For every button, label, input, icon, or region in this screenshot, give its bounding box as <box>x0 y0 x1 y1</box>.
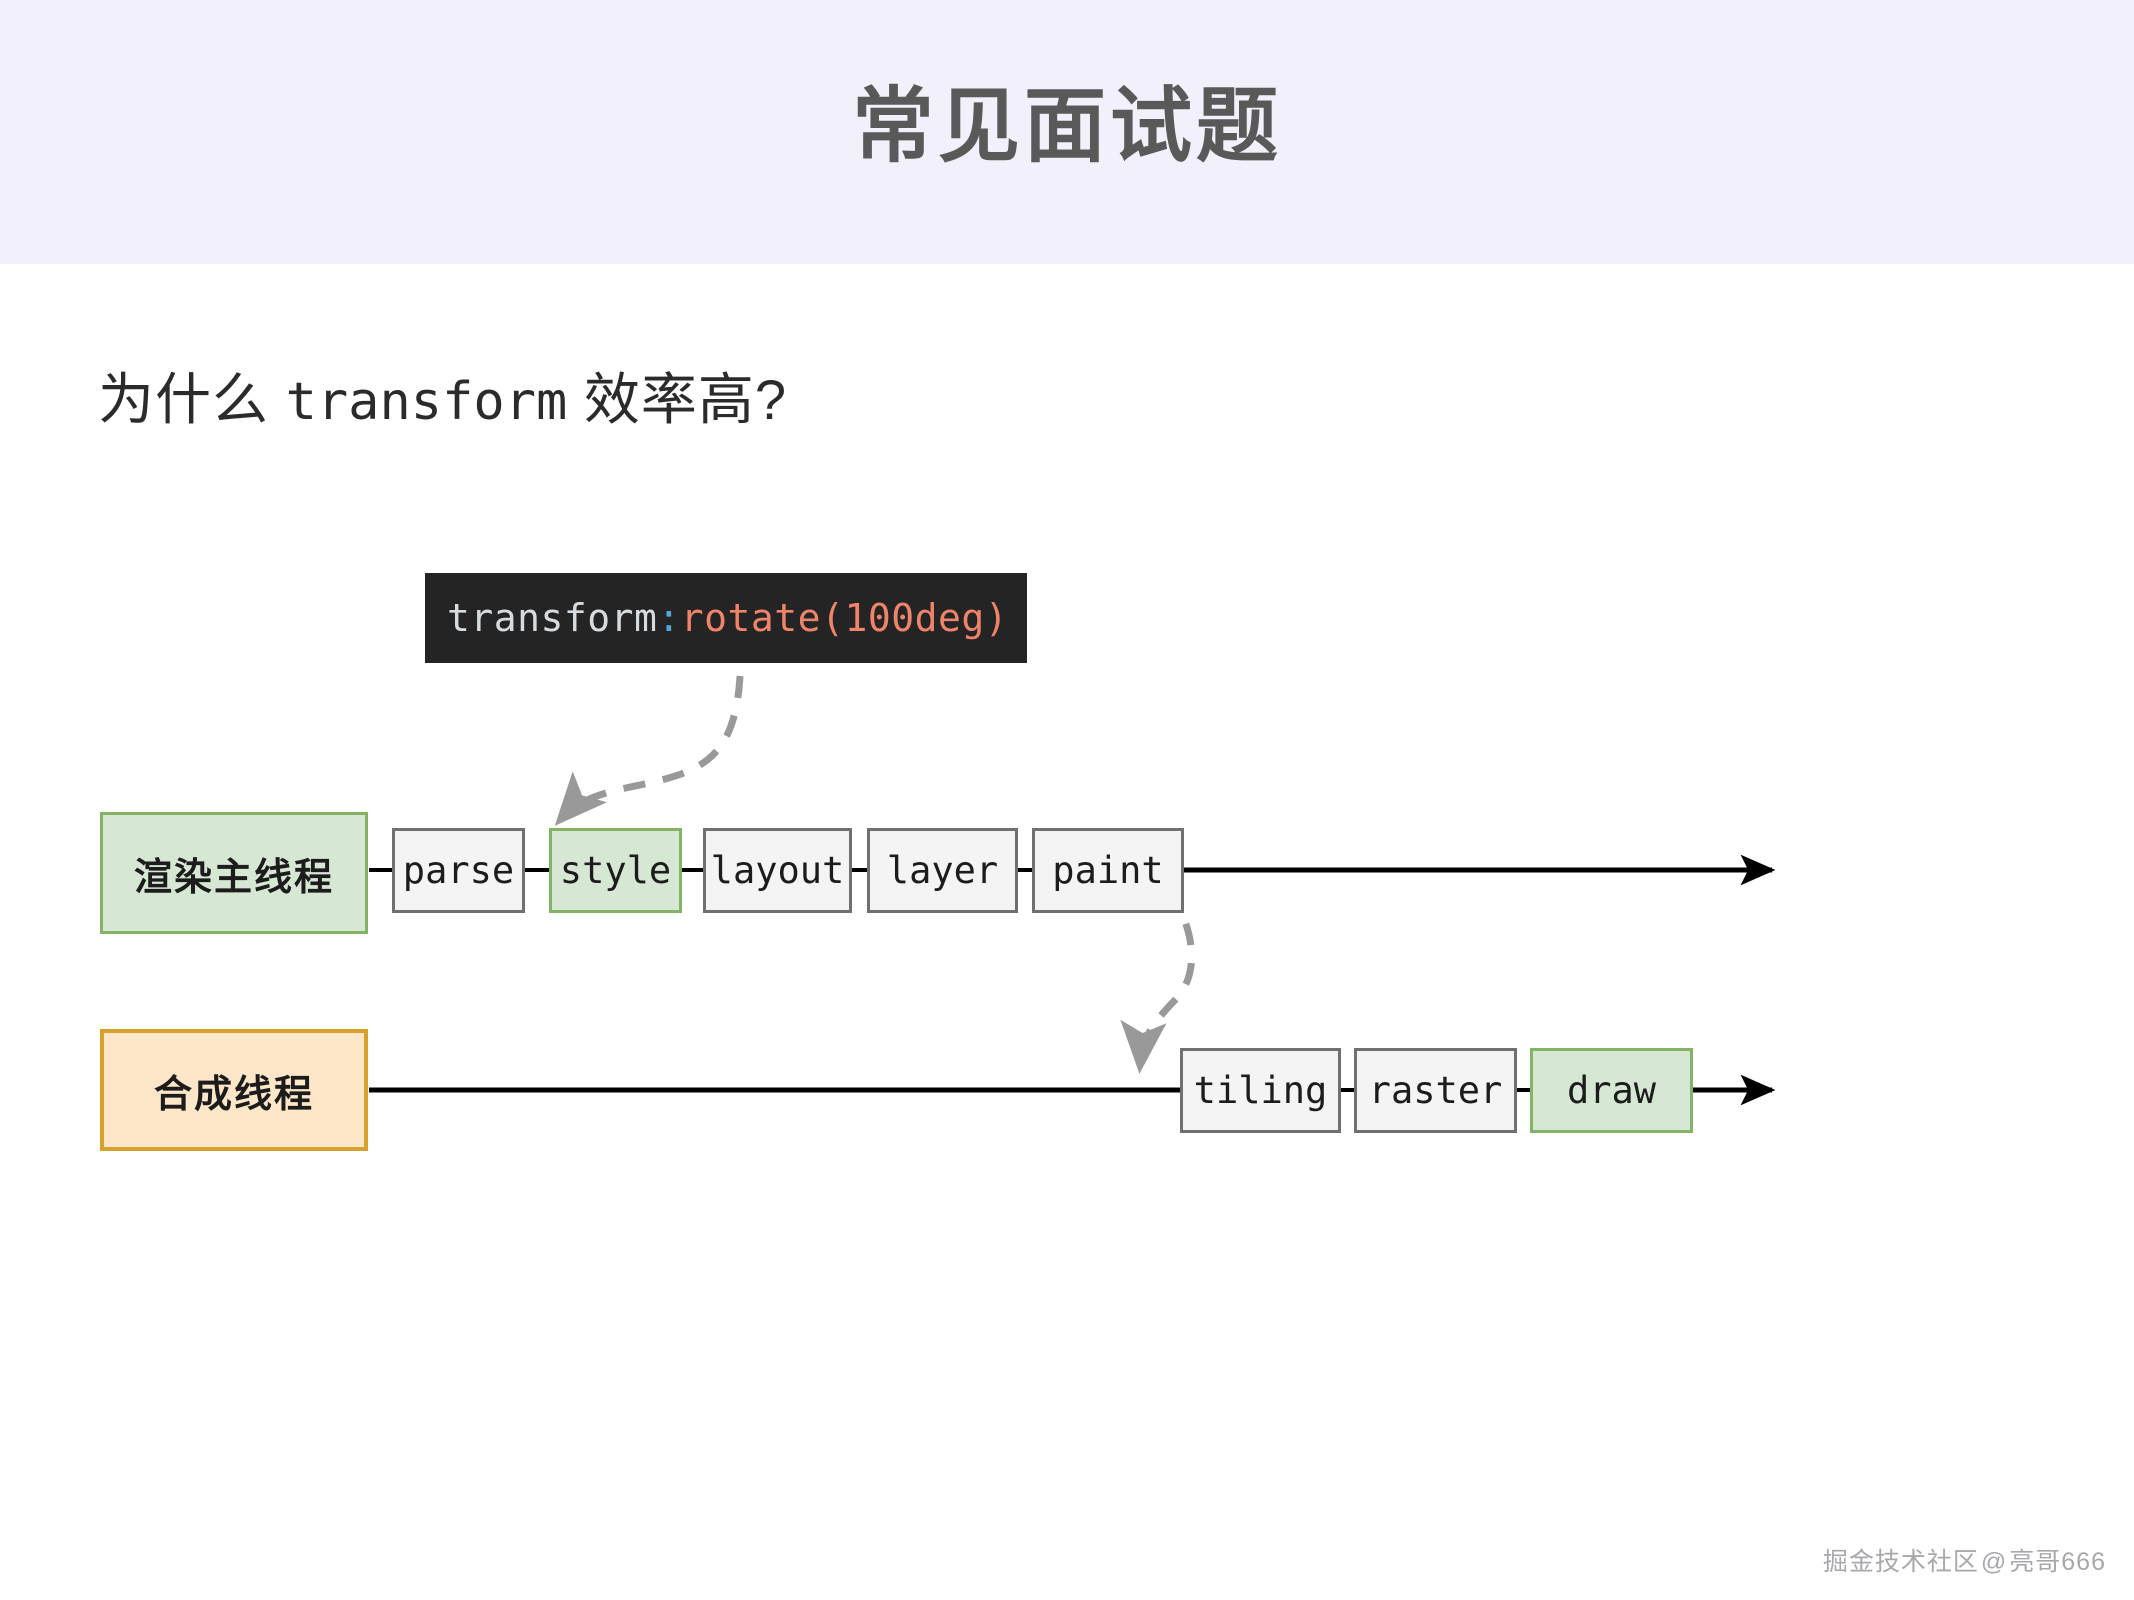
section-heading-prefix: 为什么 <box>98 368 286 431</box>
code-snippet: transform: rotate(100deg) <box>425 573 1027 663</box>
watermark-site: 掘金技术社区 <box>1822 1548 1979 1576</box>
thread-box-render-main[interactable]: 渲染主线程 <box>100 812 368 934</box>
watermark-at: @ <box>1980 1548 2008 1576</box>
pipeline-step-label: layer <box>886 849 999 892</box>
thread-box-compositor[interactable]: 合成线程 <box>100 1029 368 1151</box>
pipeline-step-label: paint <box>1052 849 1164 892</box>
header-band <box>0 0 2134 264</box>
pipeline-step-layer[interactable]: layer <box>867 828 1018 913</box>
pipeline-step-label: layout <box>710 849 845 892</box>
section-heading: 为什么 transform 效率高? <box>98 355 787 436</box>
section-heading-code: transform <box>285 372 568 432</box>
thread-box-label: 渲染主线程 <box>133 856 334 899</box>
thread-box-label: 合成线程 <box>153 1073 314 1116</box>
code-colon: : <box>657 596 681 640</box>
dashed-arrow-paint-to-tiling <box>1120 886 1196 1074</box>
pipeline-step-label: style <box>559 849 672 892</box>
pipeline-step-label: raster <box>1368 1069 1503 1112</box>
pipeline-step-draw[interactable]: draw <box>1530 1048 1693 1133</box>
pipeline-step-raster[interactable]: raster <box>1354 1048 1517 1133</box>
pipeline-step-tiling[interactable]: tiling <box>1180 1048 1341 1133</box>
page-title: 常见面试题 <box>851 81 1282 172</box>
pipeline-step-label: tiling <box>1193 1069 1328 1112</box>
code-property: transform <box>447 596 658 640</box>
section-heading-suffix: 效率高? <box>567 368 788 431</box>
pipeline-step-label: draw <box>1566 1069 1657 1112</box>
pipeline-step-paint[interactable]: paint <box>1032 828 1184 913</box>
dashed-arrow-code-to-style <box>554 675 744 826</box>
watermark: 掘金技术社区@亮哥666 <box>1823 1542 2106 1578</box>
pipeline-step-label: parse <box>402 849 515 892</box>
pipeline-step-style[interactable]: style <box>549 828 682 913</box>
pipeline-step-parse[interactable]: parse <box>392 828 525 913</box>
watermark-author: 亮哥666 <box>2009 1548 2106 1576</box>
pipeline-step-layout[interactable]: layout <box>703 828 852 913</box>
code-value: rotate(100deg) <box>680 596 1009 640</box>
